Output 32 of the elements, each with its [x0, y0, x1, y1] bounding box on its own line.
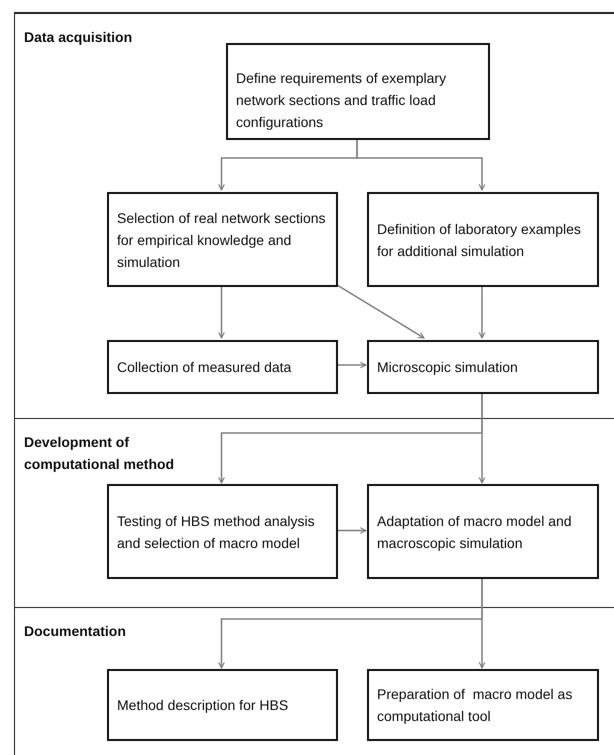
process-text: Preparation of macro model as computational tool [377, 685, 574, 726]
process-box [107, 669, 338, 741]
process-box [367, 669, 599, 741]
arrow [337, 362, 367, 368]
section-heading: Development of computational method [24, 433, 176, 474]
section-band [14, 418, 614, 608]
section-band [14, 607, 614, 755]
process-box [367, 484, 599, 579]
process-text: Microscopic simulation [377, 358, 518, 377]
arrow [478, 578, 486, 669]
process-box [107, 192, 338, 287]
arrow [356, 138, 486, 191]
process-text: Collection of measured data [117, 358, 292, 377]
arrow [478, 285, 486, 339]
process-text: Testing of HBS method analysis and selection of macro model [117, 512, 316, 552]
arrow [478, 392, 486, 484]
process-text: Define requirements of exemplary network sections and traffic load configurations [236, 69, 448, 132]
process-text: Method description for HBS [117, 696, 288, 715]
process-box [367, 340, 599, 394]
process-text: Adaptation of macro model and macroscopic simulation [377, 512, 573, 553]
arrow [337, 527, 367, 534]
arrow [336, 284, 425, 339]
section-heading: Data acquisition [24, 28, 134, 47]
arrow [218, 285, 225, 339]
section-band [14, 12, 614, 419]
process-box [107, 484, 338, 579]
process-text: Definition of laboratory examples for additional simulation [377, 220, 582, 260]
process-box [107, 340, 338, 394]
section-heading: Documentation [24, 622, 127, 641]
process-text: Selection of real network sections for empirical knowledge and simulation [117, 208, 327, 272]
process-box [367, 192, 599, 287]
process-box [226, 43, 490, 140]
